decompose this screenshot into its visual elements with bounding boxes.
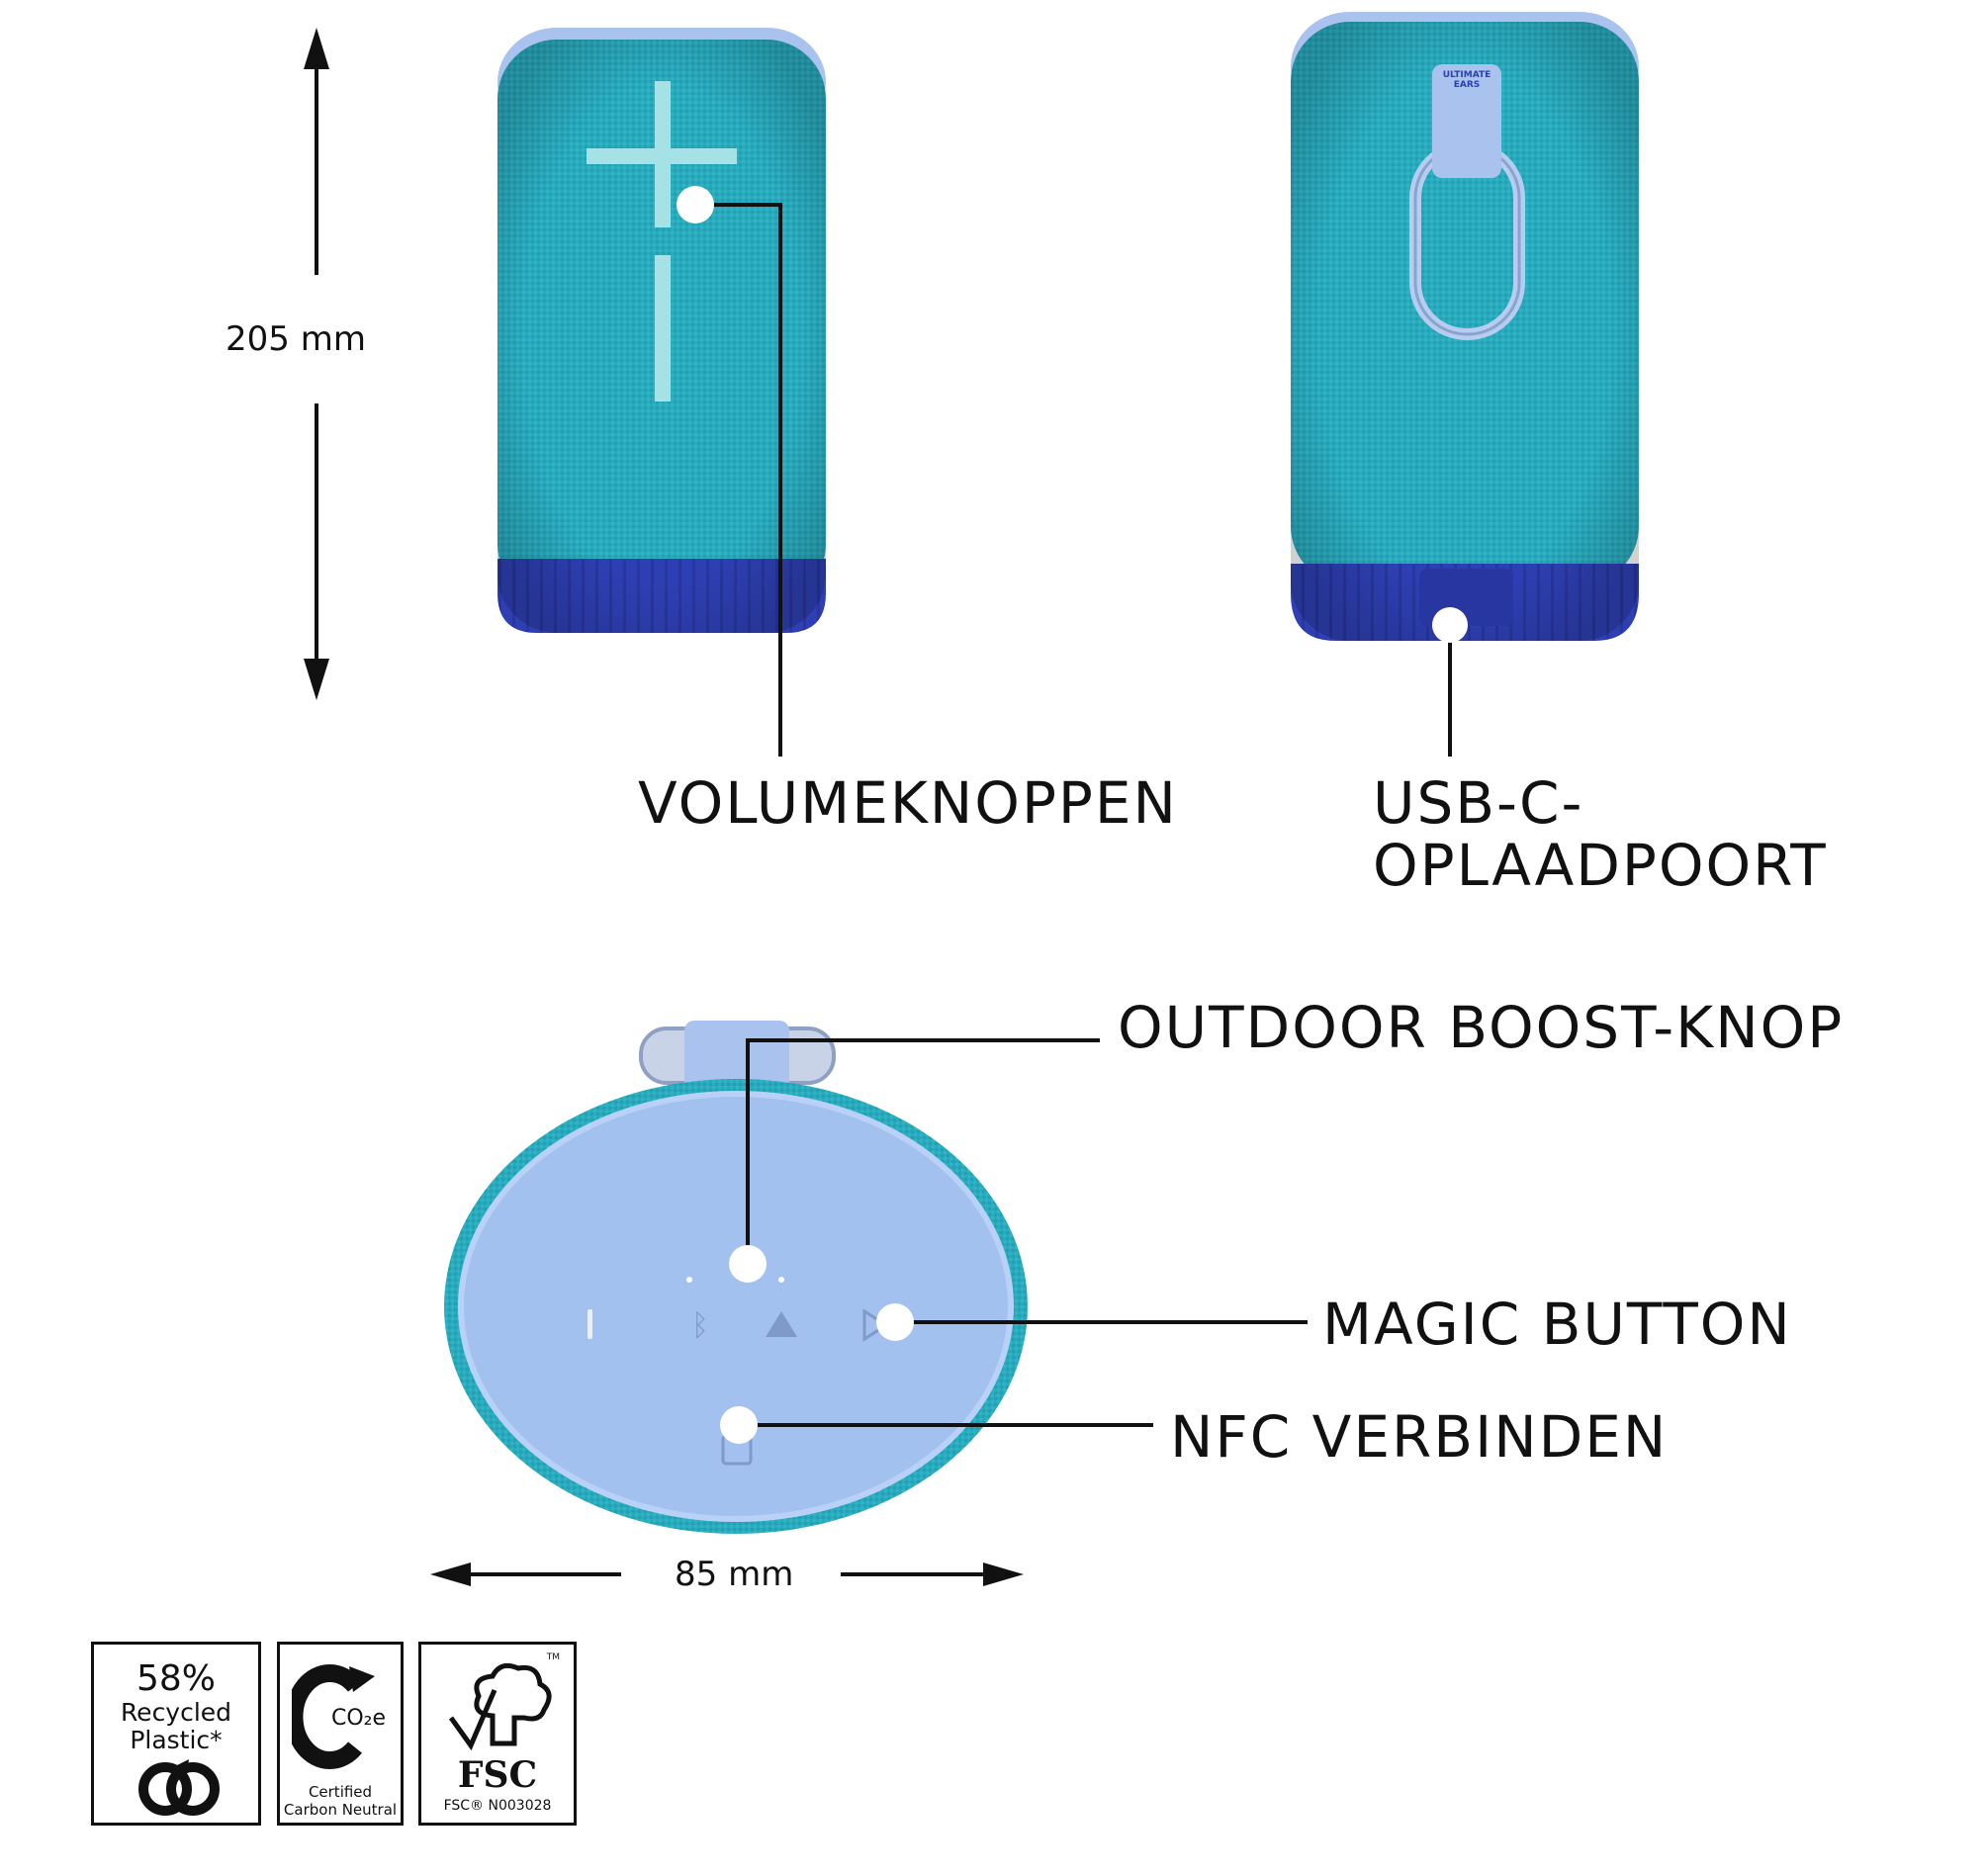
bluetooth-icon: ᛒ: [691, 1308, 709, 1343]
carbon-neutral-badge: CO₂e Certified Carbon Neutral: [277, 1642, 404, 1826]
carabiner-loop-icon: [1409, 64, 1525, 340]
recycle-icon: [138, 1759, 220, 1816]
minus-icon: [655, 255, 671, 402]
fsc-code: FSC® N003028: [443, 1798, 552, 1814]
height-dimension-arrow: [304, 28, 329, 700]
play-icon: [862, 1308, 889, 1342]
fsc-badge: TM FSC FSC® N003028: [418, 1642, 577, 1826]
speaker-front-view: [497, 28, 826, 633]
label-usb-line1: USB-C-: [1373, 769, 1584, 837]
fsc-name: FSC: [457, 1754, 538, 1796]
carbon-line2: Carbon Neutral: [283, 1801, 398, 1819]
carbon-line1: Certified: [308, 1783, 373, 1801]
callout-nfc: [720, 1406, 1153, 1444]
brand-tag: ULTIMATE EARS: [1442, 70, 1491, 90]
callout-magic: [876, 1303, 1308, 1341]
label-volume-buttons: VOLUMEKNOPPEN: [638, 769, 1178, 837]
width-dimension-arrow: [430, 1562, 1024, 1586]
callout-outdoor-boost: [729, 1038, 1100, 1283]
recycled-line1: Recycled: [120, 1698, 232, 1727]
label-magic-button: MAGIC BUTTON: [1322, 1291, 1792, 1358]
callout-usb: [1432, 607, 1468, 757]
height-dimension-label: 205 mm: [226, 319, 366, 359]
power-icon: [587, 1309, 592, 1339]
recycled-line2: Plastic*: [130, 1726, 223, 1754]
label-usb-line2: OPLAADPOORT: [1373, 832, 1828, 899]
fsc-tm: TM: [546, 1652, 560, 1662]
recycled-plastic-badge: 58% Recycled Plastic*: [91, 1642, 261, 1826]
callout-volume: [677, 186, 782, 757]
plus-icon: [587, 81, 737, 227]
recycled-percent: 58%: [136, 1658, 216, 1699]
fsc-tree-icon: [448, 1662, 552, 1751]
outdoor-tree-icon: [766, 1311, 797, 1337]
width-dimension-label: 85 mm: [675, 1555, 794, 1594]
speaker-back-view: [1291, 12, 1639, 641]
label-nfc: NFC VERBINDEN: [1170, 1403, 1669, 1471]
carbon-neutral-icon: [292, 1664, 375, 1769]
carbon-formula: CO₂e: [331, 1706, 387, 1731]
label-outdoor-boost: OUTDOOR BOOST-KNOP: [1118, 994, 1845, 1061]
